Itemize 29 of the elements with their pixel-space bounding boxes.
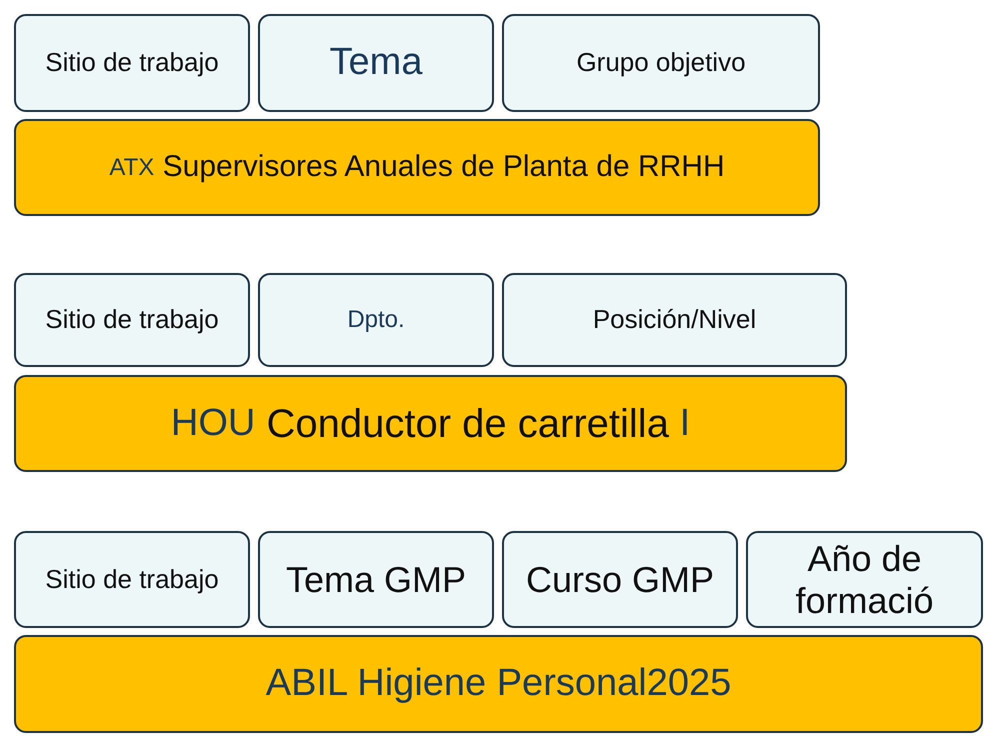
label-text: Año de formació [794, 538, 935, 621]
label-text: Tema GMP [286, 558, 466, 600]
field-box [502, 531, 738, 628]
label-text: ATX [109, 154, 154, 182]
field-box [502, 273, 847, 367]
label-text: I [680, 402, 690, 446]
label-text: Sitio de trabajo [45, 305, 219, 335]
label-text: Conductor de carretilla [266, 400, 669, 446]
field-box [258, 273, 494, 367]
field-box [258, 531, 494, 628]
label-text: Supervisores Anuales de Planta de RRHH [162, 150, 725, 185]
field-box [502, 14, 820, 112]
label-text: Curso GMP [526, 558, 714, 600]
title-bar [14, 635, 983, 733]
field-box [14, 531, 250, 628]
label-text: HOU [170, 402, 256, 446]
label-text: Tema [330, 41, 422, 85]
label-text: ABIL Higiene Personal2025 [266, 662, 732, 706]
label-text: Grupo objetivo [576, 48, 746, 78]
label-text: Sitio de trabajo [45, 564, 219, 594]
field-box [258, 14, 494, 112]
title-bar [14, 119, 820, 216]
field-box [746, 531, 983, 628]
field-box [14, 14, 250, 112]
label-text: Dpto. [347, 306, 405, 334]
field-box [14, 273, 250, 367]
label-text: Sitio de trabajo [45, 48, 219, 78]
title-bar [14, 375, 847, 472]
label-text: Posición/Nivel [592, 305, 756, 335]
